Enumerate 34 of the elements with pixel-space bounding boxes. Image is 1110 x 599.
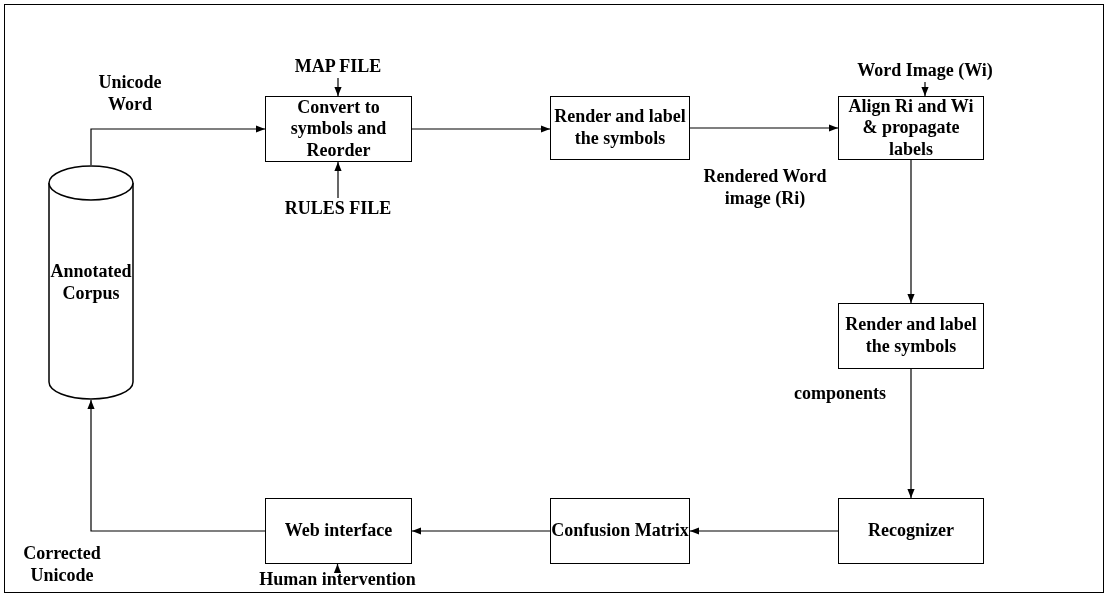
arrow [334,161,342,199]
arrow [90,125,266,166]
arrow [907,368,915,499]
node-label: Web interface [284,520,393,542]
arrow [87,399,266,532]
input-label: Human intervention [259,569,416,591]
node-label: Annotated Corpus [49,260,133,305]
process-box [550,96,690,160]
edge-label: Unicode Word [97,72,163,116]
node-label: Align Ri and Wi & propagate labels [847,95,975,161]
arrow [921,81,929,97]
process-box [550,498,690,564]
arrow [411,125,551,133]
process-box [265,96,412,162]
node-label: Confusion Matrix [551,520,689,542]
input-label: MAP FILE [294,56,382,78]
process-box [838,498,984,564]
arrow [689,124,839,132]
input-label: Word Image (Wi) [857,60,993,82]
edge-label: Rendered Word image (Ri) [702,166,828,210]
arrow [333,563,342,573]
arrow [334,77,342,97]
edge-label: components [793,383,887,405]
process-box [265,498,412,564]
process-box [838,303,984,369]
node-label: Recognizer [868,520,954,542]
node-label: Render and label the symbols [844,314,978,358]
edge-label: Corrected Unicode [22,543,102,587]
arrow [411,527,551,535]
node-label: Convert to symbols and Reorder [289,96,388,162]
node-label: Render and label the symbols [553,106,687,150]
arrow [907,159,915,304]
arrow [689,527,839,535]
input-label: RULES FILE [284,198,392,220]
